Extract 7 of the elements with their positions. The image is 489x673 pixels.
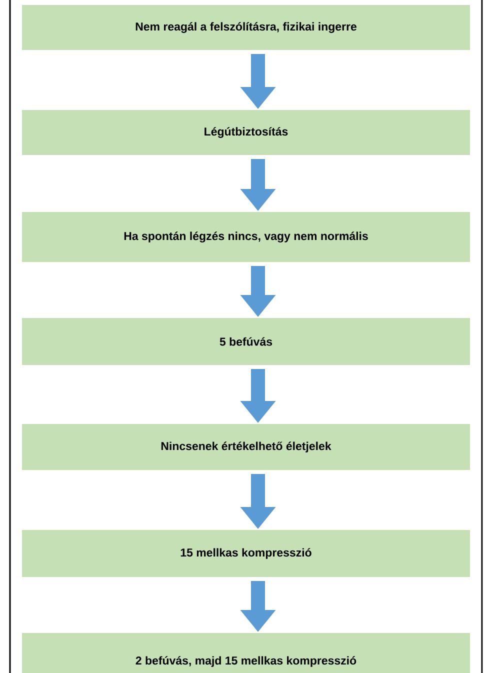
process-box: 5 befúvás [22,318,470,365]
process-box: 2 befúvás, majd 15 mellkas kompresszió [22,633,470,673]
process-box: Ha spontán légzés nincs, vagy nem normális [22,212,470,262]
process-box: Nem reagál a felszólításra, fizikai ingerre [22,5,470,50]
process-box: 15 mellkas kompresszió [22,530,470,577]
process-box: Nincsenek értékelhető életjelek [22,424,470,470]
process-box: Légútbiztosítás [22,110,470,155]
